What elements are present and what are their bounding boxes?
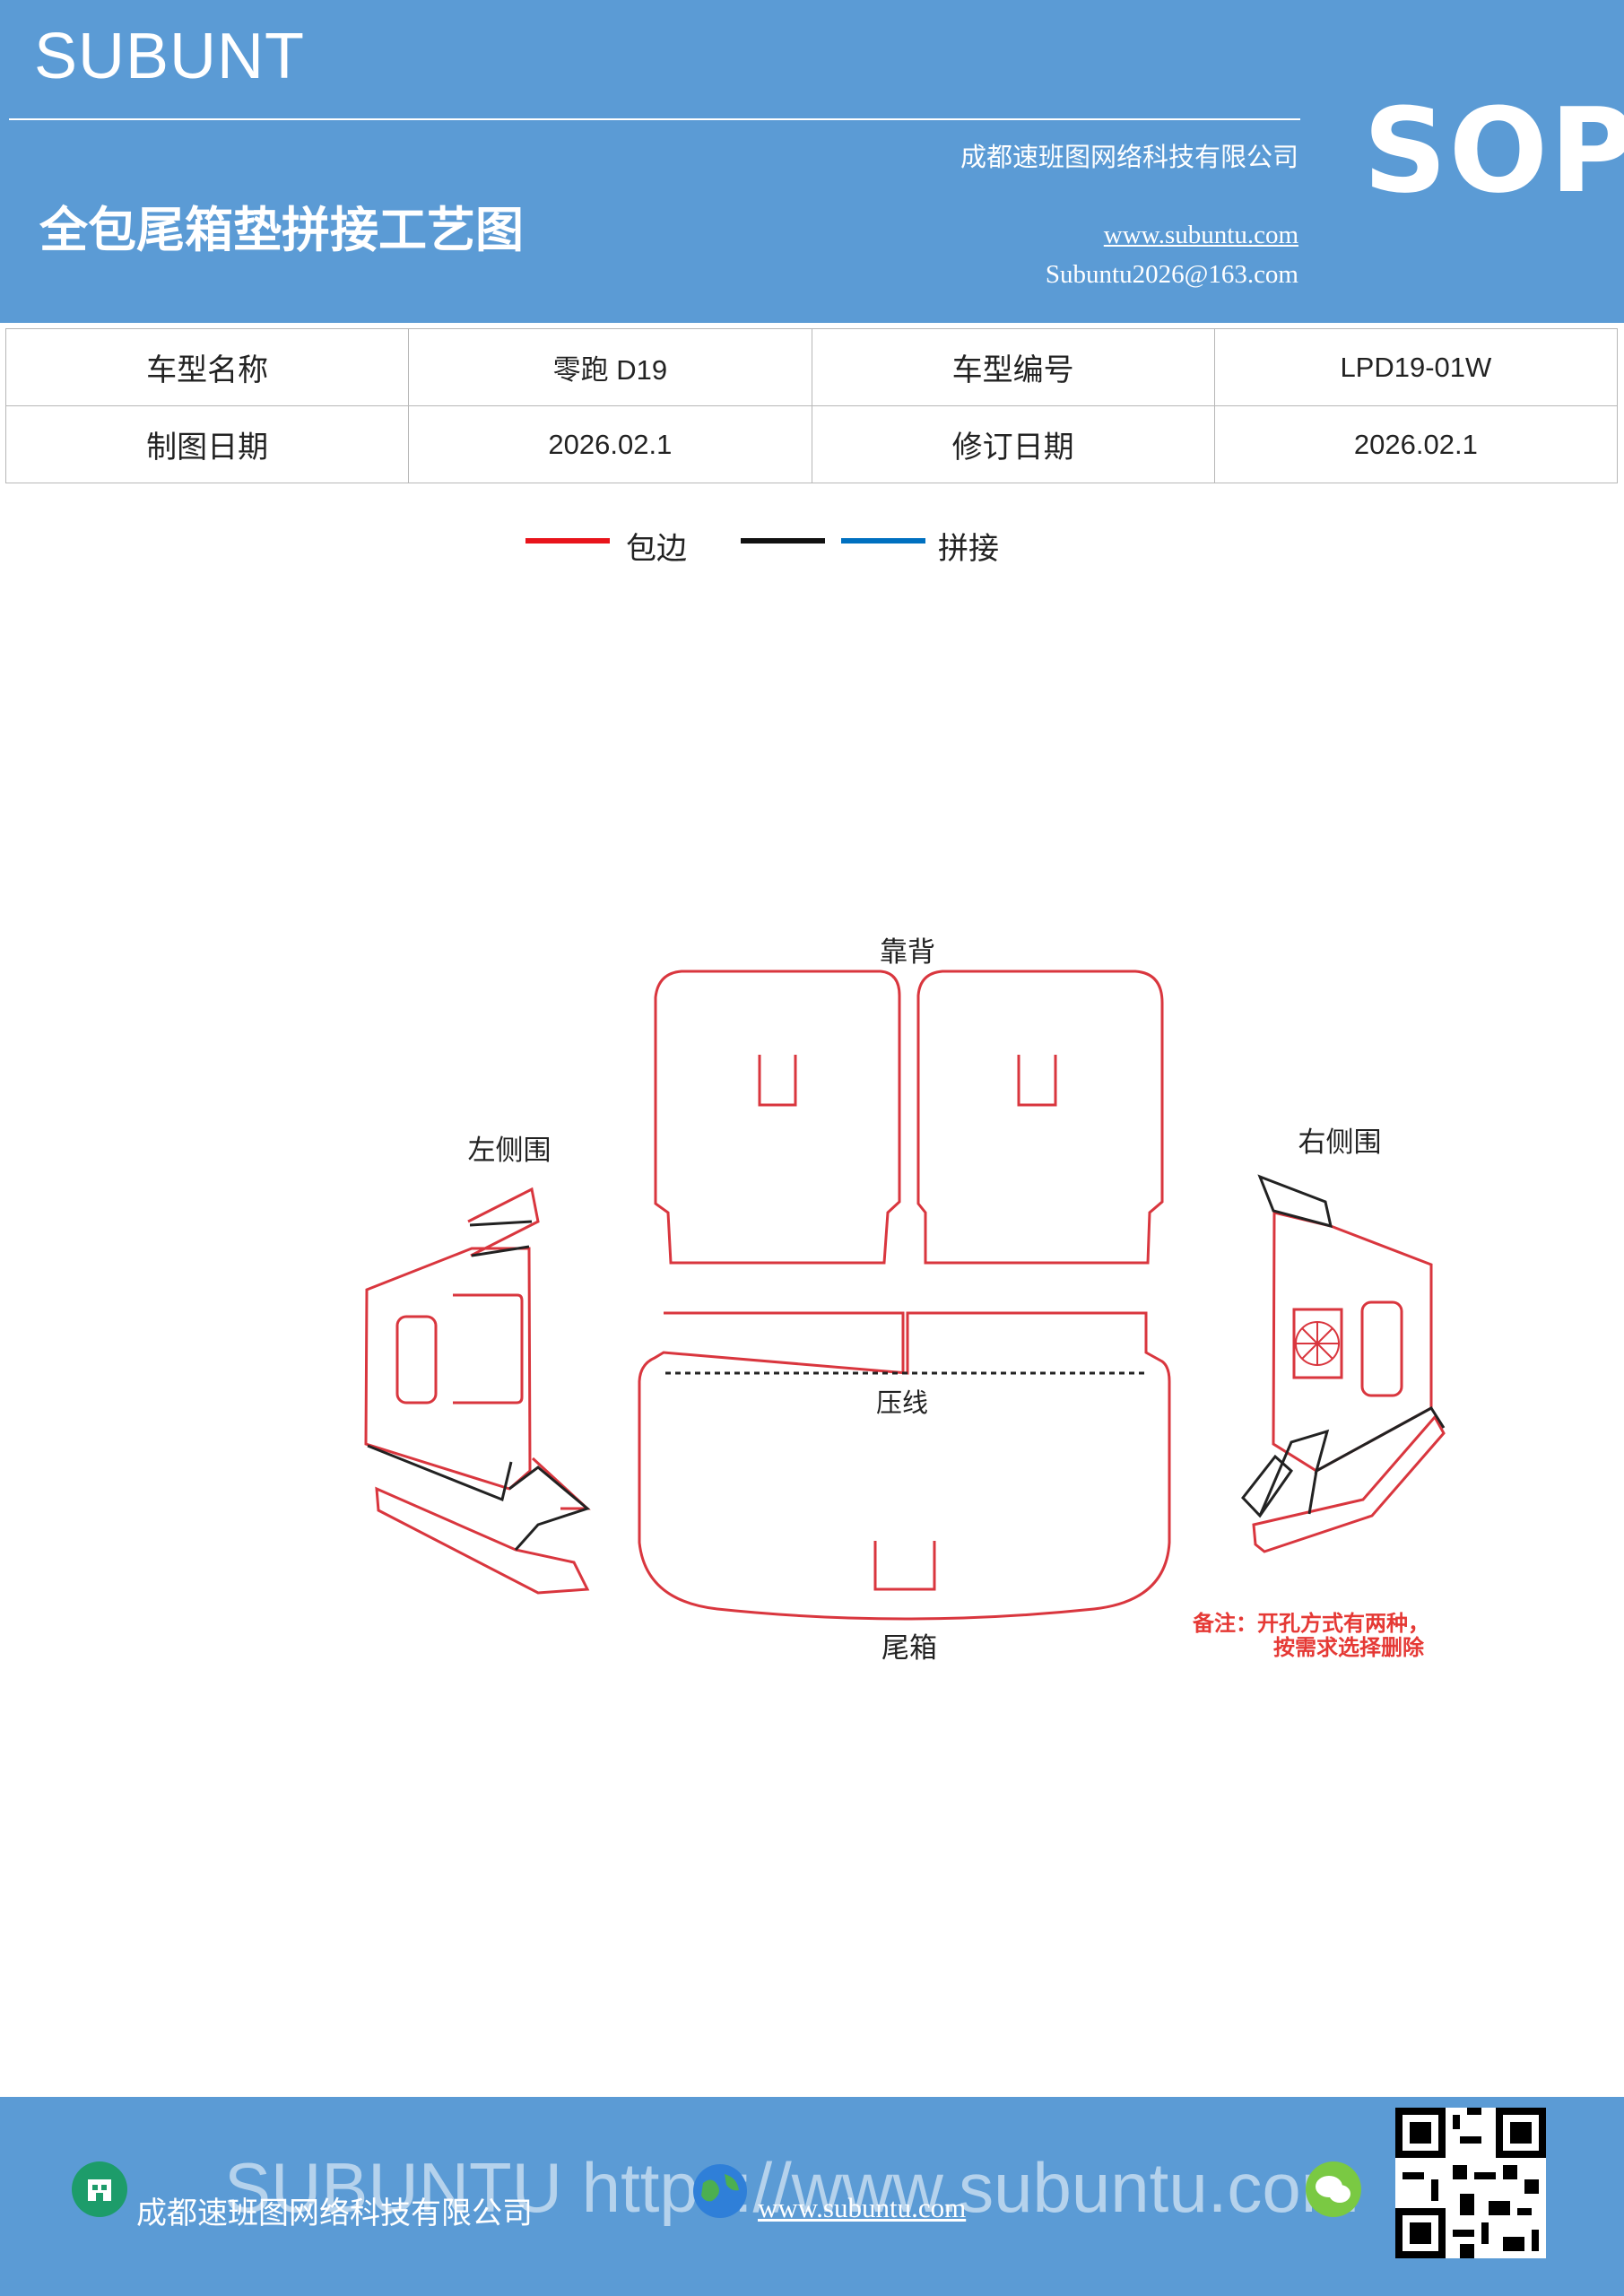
website-link[interactable]: www.subuntu.com (1103, 221, 1298, 249)
legend-label-edge: 包边 (626, 531, 687, 567)
header-divider (9, 118, 1300, 120)
building-icon (72, 2161, 127, 2217)
table-cell: 车型编号 (811, 328, 1215, 406)
table-cell: 制图日期 (4, 405, 410, 483)
legend-swatch-black (741, 538, 825, 544)
left-side-bottom-strip (375, 1486, 590, 1595)
right-side-panel (1272, 1211, 1433, 1473)
right-side-hole (1360, 1300, 1403, 1397)
vehicle-info-table: 车型名称 零跑 D19 车型编号 LPD19-01W 制图日期 2026.02.… (4, 328, 1619, 483)
document-title: 全包尾箱垫拼接工艺图 (39, 202, 524, 258)
header-banner: SUBUNT 全包尾箱垫拼接工艺图 成都速班图网络科技有限公司 www.subu… (0, 0, 1624, 323)
sop-badge: SOP (1363, 83, 1624, 219)
left-side-hole (395, 1315, 438, 1405)
legend-label-splice: 拼接 (938, 531, 999, 567)
footer-company: 成都速班图网络科技有限公司 (136, 2196, 533, 2231)
legend-swatch-edge (525, 538, 610, 544)
table-cell: 车型名称 (4, 328, 410, 406)
label-trunk: 尾箱 (881, 1632, 937, 1665)
note-line-1: 备注：开孔方式有两种， (1192, 1611, 1429, 1636)
label-left-side: 左侧围 (468, 1135, 551, 1167)
company-name: 成都速班图网络科技有限公司 (960, 142, 1298, 172)
email-address[interactable]: Subuntu2026@163.com (1045, 260, 1298, 289)
table-row: 车型名称 零跑 D19 车型编号 LPD19-01W (4, 328, 1619, 406)
label-crease: 压线 (876, 1387, 928, 1418)
footer-website[interactable]: www.subuntu.com (758, 2192, 967, 2223)
table-cell: LPD19-01W (1213, 328, 1619, 406)
right-side-bottom-strip (1252, 1414, 1446, 1553)
table-cell: 修订日期 (811, 405, 1215, 483)
left-side-flap (467, 1187, 540, 1257)
footer-banner: SUBUNTU https://www.subuntu.com 成都速班图网络科… (0, 2097, 1624, 2296)
table-cell: 零跑 D19 (408, 328, 812, 406)
footer-watermark: SUBUNTU https://www.subuntu.com (224, 2148, 1359, 2227)
backrest-right-slot (1017, 1055, 1057, 1107)
backrest-left-slot (758, 1055, 797, 1107)
brand-name: SUBUNT (34, 21, 306, 92)
label-right-side: 右侧围 (1298, 1126, 1382, 1159)
table-cell: 2026.02.1 (408, 405, 812, 483)
table-row: 制图日期 2026.02.1 修订日期 2026.02.1 (4, 405, 1619, 483)
trunk-floor-panel (638, 1311, 1171, 1621)
right-side-vent (1292, 1308, 1343, 1379)
trunk-slot (873, 1541, 936, 1591)
legend-swatch-splice (841, 538, 925, 544)
backrest-left-panel (654, 970, 901, 1265)
left-side-panel (364, 1247, 532, 1491)
table-cell: 2026.02.1 (1213, 405, 1619, 483)
qr-code[interactable] (1395, 2108, 1546, 2258)
label-backrest: 靠背 (880, 936, 935, 969)
wechat-icon[interactable] (1304, 2160, 1363, 2219)
globe-icon (693, 2164, 747, 2218)
legend: 包边 拼接 (0, 520, 1624, 574)
note-line-2: 按需求选择删除 (1273, 1635, 1425, 1660)
backrest-right-panel (916, 970, 1164, 1265)
qr-code-icon (1395, 2108, 1546, 2258)
left-side-cutout (453, 1293, 524, 1405)
